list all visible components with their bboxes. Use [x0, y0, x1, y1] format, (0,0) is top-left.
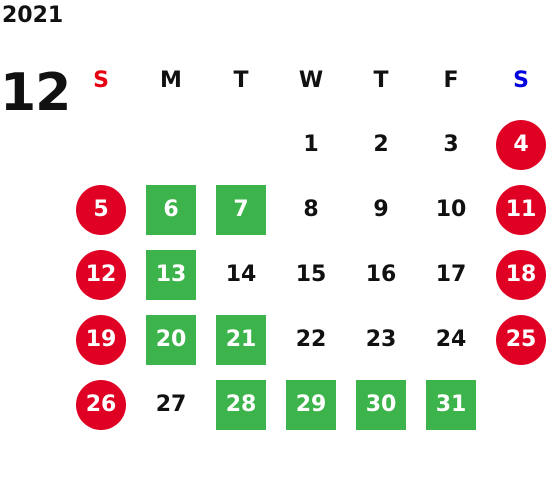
calendar-cell: 10 [416, 177, 486, 242]
closed-day: 20 [146, 314, 196, 365]
holiday-day: 26 [76, 379, 126, 430]
calendar-day: 2 [373, 132, 389, 157]
holiday-day: 25 [496, 314, 546, 365]
holiday-day: 11 [496, 184, 546, 235]
weekday-header-row: S M T W T F S [66, 48, 548, 112]
calendar-cell: 30 [346, 372, 416, 437]
calendar-cell: 21 [206, 307, 276, 372]
calendar-day: 8 [303, 197, 319, 222]
calendar-cell: 15 [276, 242, 346, 307]
weekday-wednesday: W [298, 67, 324, 93]
calendar-day: 27 [155, 392, 187, 417]
calendar-month: 12 [0, 63, 71, 123]
calendar-week-row: 26 27 28 29 30 31 [66, 372, 548, 437]
calendar-year: 2021 [2, 3, 64, 28]
calendar-day: 3 [443, 132, 459, 157]
weekday-friday: F [443, 67, 459, 93]
calendar-cell: 12 [66, 242, 136, 307]
calendar-cell: 22 [276, 307, 346, 372]
calendar-week-row: 12 13 14 15 16 17 18 [66, 242, 548, 307]
calendar-cell: 11 [486, 177, 548, 242]
calendar-cell: 6 [136, 177, 206, 242]
weekday-sunday: S [93, 67, 109, 93]
calendar-day: 17 [435, 262, 467, 287]
calendar-cell: 17 [416, 242, 486, 307]
calendar-day: 14 [225, 262, 257, 287]
calendar-cell [206, 112, 276, 177]
calendar-cell: 13 [136, 242, 206, 307]
calendar-cell: 29 [276, 372, 346, 437]
closed-day: 21 [216, 314, 266, 365]
calendar-cell: 18 [486, 242, 548, 307]
calendar-week-row: 1 2 3 4 [66, 112, 548, 177]
calendar-cell [136, 112, 206, 177]
closed-day: 30 [356, 379, 406, 430]
calendar-cell: 19 [66, 307, 136, 372]
calendar-week-row: 19 20 21 22 23 24 25 [66, 307, 548, 372]
calendar-day: 23 [365, 327, 397, 352]
calendar-cell: 20 [136, 307, 206, 372]
calendar-cell: 14 [206, 242, 276, 307]
calendar-cell: 7 [206, 177, 276, 242]
weekday-monday: M [160, 67, 182, 93]
calendar-day: 10 [435, 197, 467, 222]
calendar-cell: 8 [276, 177, 346, 242]
calendar-cell [486, 372, 548, 437]
closed-day: 28 [216, 379, 266, 430]
closed-day: 6 [146, 184, 196, 235]
calendar-cell: 26 [66, 372, 136, 437]
calendar-cell: 28 [206, 372, 276, 437]
calendar-cell: 9 [346, 177, 416, 242]
holiday-day: 12 [76, 249, 126, 300]
calendar-cell: 16 [346, 242, 416, 307]
calendar-cell: 31 [416, 372, 486, 437]
holiday-day: 18 [496, 249, 546, 300]
calendar-cell: 4 [486, 112, 548, 177]
calendar-cell: 5 [66, 177, 136, 242]
calendar-day: 22 [295, 327, 327, 352]
calendar-day: 9 [373, 197, 389, 222]
closed-day: 31 [426, 379, 476, 430]
calendar-day: 16 [365, 262, 397, 287]
weekday-tuesday: T [233, 67, 249, 93]
holiday-day: 19 [76, 314, 126, 365]
closed-day: 29 [286, 379, 336, 430]
weekday-saturday: S [513, 67, 529, 93]
closed-day: 13 [146, 249, 196, 300]
calendar-cell: 25 [486, 307, 548, 372]
calendar-cell [66, 112, 136, 177]
calendar-cell: 1 [276, 112, 346, 177]
weekday-thursday: T [373, 67, 389, 93]
calendar-cell: 3 [416, 112, 486, 177]
calendar-day: 1 [303, 132, 319, 157]
holiday-day: 5 [76, 184, 126, 235]
calendar-cell: 27 [136, 372, 206, 437]
holiday-day: 4 [496, 119, 546, 170]
calendar-cell: 24 [416, 307, 486, 372]
calendar-cell: 23 [346, 307, 416, 372]
closed-day: 7 [216, 184, 266, 235]
calendar-day: 15 [295, 262, 327, 287]
calendar-cell: 2 [346, 112, 416, 177]
calendar-day: 24 [435, 327, 467, 352]
